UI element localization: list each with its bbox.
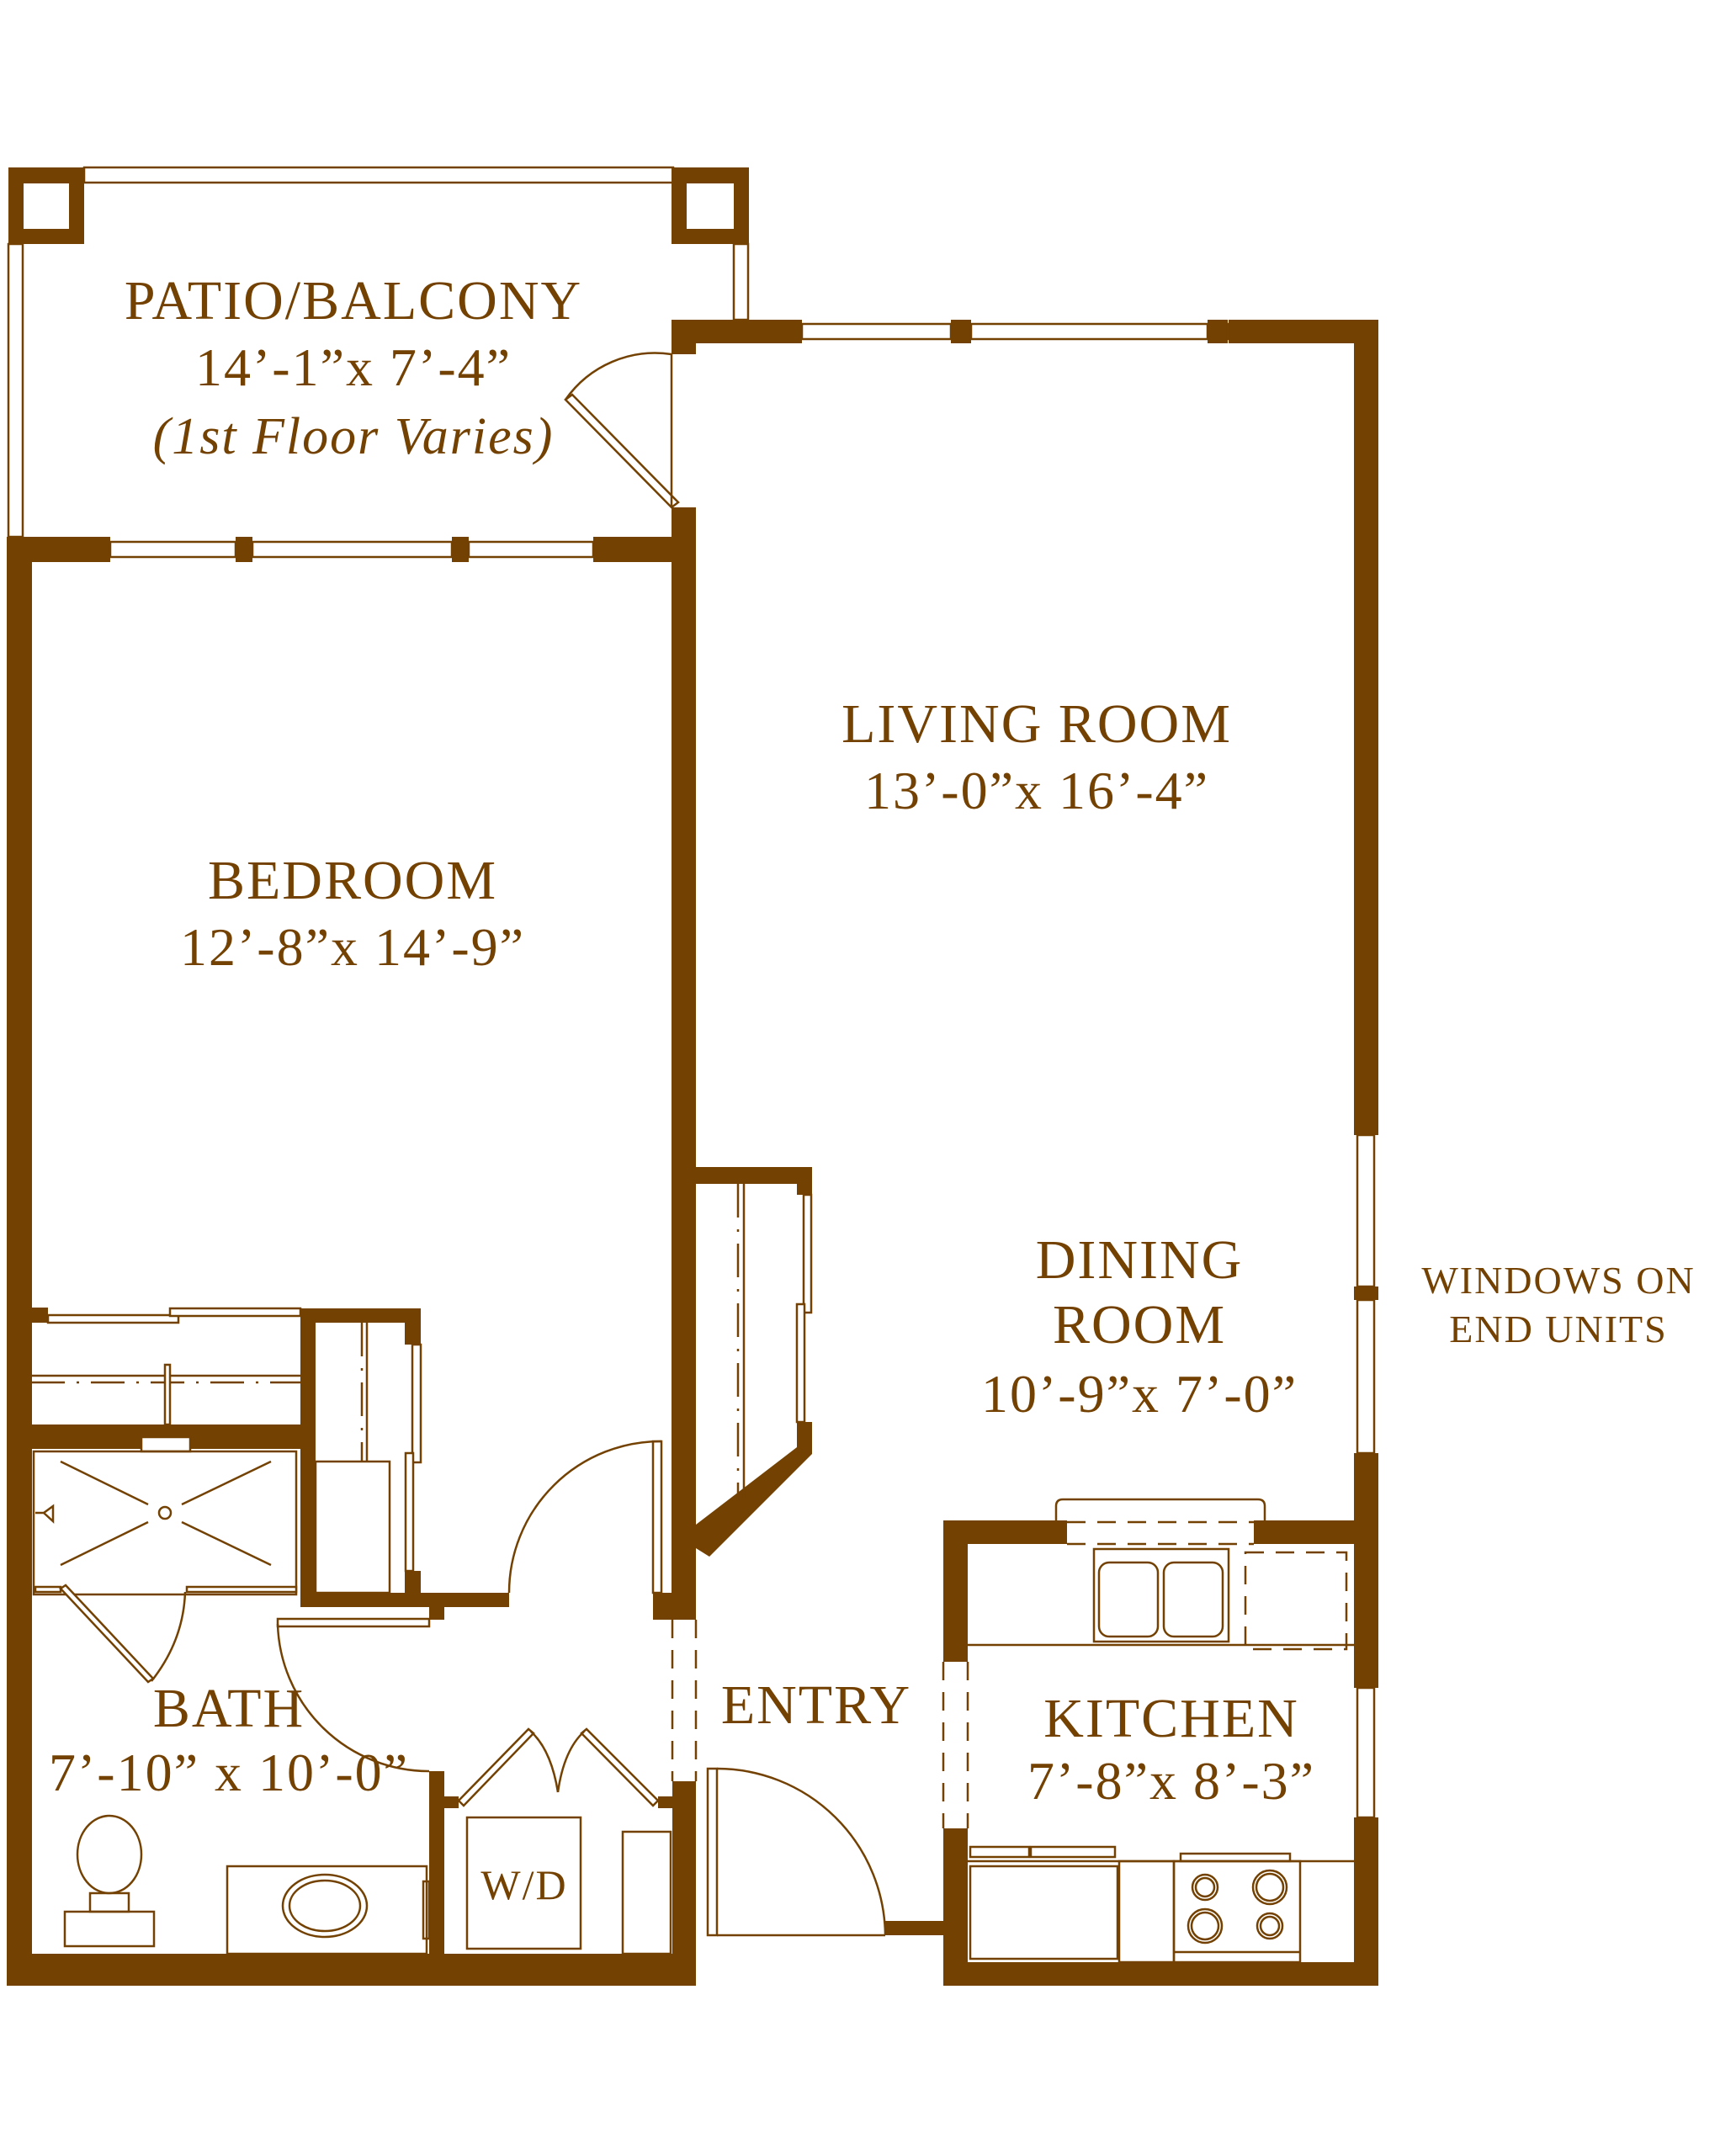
- room-labels: PATIO/BALCONY 14’-1”x 7’-4” (1st Floor V…: [49, 270, 1695, 1811]
- window-kitchen: [1356, 1686, 1376, 1819]
- kitchen-size: 7’-8”x 8’-3”: [1027, 1751, 1315, 1811]
- patio-column-left: [8, 167, 84, 244]
- bedroom-closet: [31, 1307, 302, 1426]
- stove: [1172, 1860, 1302, 1964]
- dining-room-label-1: DINING: [1036, 1229, 1244, 1291]
- door-swing-arc: [507, 1440, 662, 1594]
- bifold-door-right[interactable]: [580, 1727, 660, 1807]
- walls: [7, 320, 1378, 1986]
- bedroom-door[interactable]: [507, 1440, 663, 1594]
- living-room-size: 13’-0”x 16’-4”: [864, 761, 1209, 820]
- patio-structure: [7, 166, 750, 538]
- shower-head-icon: [35, 1504, 55, 1524]
- closet-sliding-door[interactable]: [802, 1193, 813, 1314]
- patio-note: (1st Floor Varies): [153, 408, 555, 465]
- windows: [109, 322, 1376, 1819]
- patio-railing-left: [7, 242, 24, 538]
- bath-door[interactable]: [276, 1617, 431, 1773]
- bath-size: 7’-10” x 10’-0”: [49, 1743, 409, 1802]
- burner-icon: [1256, 1912, 1284, 1940]
- bedroom-size: 12’-8”x 14’-9”: [180, 917, 525, 977]
- burner-icon: [1191, 1873, 1219, 1902]
- door-leaf: [706, 1767, 719, 1937]
- window-living-1: [800, 322, 953, 341]
- patio-label: PATIO/BALCONY: [125, 270, 582, 332]
- door-leaf: [564, 393, 680, 509]
- window-dining-2: [1356, 1298, 1376, 1455]
- closet-sliding-door[interactable]: [795, 1302, 806, 1424]
- bath-fixtures: [32, 1435, 431, 1955]
- door-leaf: [276, 1617, 431, 1628]
- entry-label: ENTRY: [721, 1674, 911, 1736]
- closet-sliding-door[interactable]: [46, 1313, 180, 1324]
- burner-icon: [1187, 1907, 1224, 1944]
- patio-column-right: [672, 167, 749, 244]
- entry-door[interactable]: [706, 1767, 887, 1937]
- patio-size: 14’-1”x 7’-4”: [195, 337, 512, 397]
- window-bedroom-2: [251, 540, 454, 559]
- laundry-label: W/D: [480, 1861, 567, 1908]
- sink-icon: [281, 1873, 369, 1939]
- door-swing-arc: [716, 1767, 887, 1936]
- living-room-label: LIVING ROOM: [841, 693, 1232, 755]
- toilet: [76, 1814, 143, 1895]
- vanity: [226, 1865, 428, 1955]
- dining-room-size: 10’-9”x 7’-0”: [981, 1364, 1298, 1424]
- door-swing-arc: [564, 352, 672, 401]
- linen-sliding-door[interactable]: [411, 1343, 422, 1464]
- window-dining-1: [1356, 1133, 1376, 1288]
- shower-drain-icon: [157, 1505, 173, 1520]
- patio-door[interactable]: [564, 352, 680, 509]
- shower: [32, 1450, 298, 1596]
- kitchen-label: KITCHEN: [1043, 1688, 1299, 1749]
- dishwasher: [1244, 1551, 1348, 1651]
- laundry: W/D: [457, 1727, 672, 1955]
- breakfast-bar: [1054, 1498, 1266, 1520]
- linen-sliding-door[interactable]: [404, 1451, 415, 1573]
- bath-label: BATH: [153, 1678, 305, 1739]
- kitchen-sink: [1092, 1547, 1230, 1643]
- windows-note-line2: END UNITS: [1449, 1308, 1667, 1350]
- door-swing-arc: [276, 1623, 430, 1773]
- kitchen-fixtures: [968, 1498, 1354, 1964]
- door-leaf: [651, 1440, 663, 1594]
- laundry-shelf: [621, 1830, 672, 1955]
- entry-openings: [671, 1620, 969, 1828]
- shower-door[interactable]: [59, 1584, 155, 1684]
- bifold-door-left[interactable]: [457, 1727, 535, 1807]
- burner-icon: [1251, 1869, 1288, 1906]
- windows-note-line1: WINDOWS ON: [1421, 1259, 1695, 1302]
- linen-shelves: [314, 1460, 391, 1594]
- bedroom-label: BEDROOM: [208, 850, 497, 911]
- patio-railing-right: [732, 242, 750, 321]
- window-living-2: [969, 322, 1209, 341]
- coat-closet: [736, 1184, 813, 1503]
- window-bedroom-1: [109, 540, 237, 559]
- washer-dryer: [465, 1816, 582, 1950]
- toilet-tank: [63, 1910, 156, 1948]
- window-bedroom-3: [467, 540, 595, 559]
- refrigerator: [969, 1865, 1119, 1960]
- dining-room-label-2: ROOM: [1053, 1294, 1226, 1356]
- patio-railing-top: [82, 166, 675, 184]
- linen-closet: [314, 1323, 422, 1594]
- closet-sliding-door[interactable]: [168, 1307, 302, 1318]
